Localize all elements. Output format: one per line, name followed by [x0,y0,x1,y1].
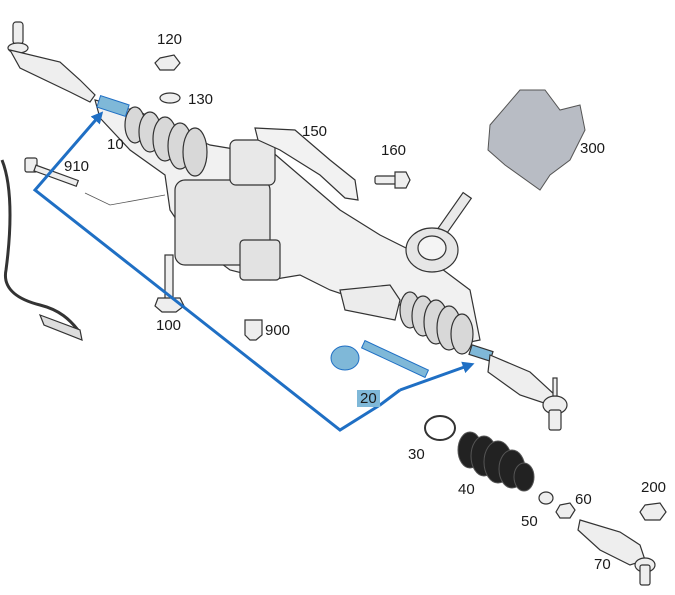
connector-graphic [244,319,263,341]
label-60: 60 [575,491,592,508]
label-50: 50 [521,513,538,530]
label-900: 900 [265,322,291,339]
long-bolt-graphic [24,157,80,187]
label-120: 120 [157,31,183,48]
tie-rod-end-left [7,21,96,103]
tie-rod-end-right-graphic [577,519,656,586]
label-160: 160 [381,142,407,159]
nut-right-graphic [639,502,667,521]
label-10: 10 [107,136,124,153]
lock-nut-graphic [555,502,576,519]
cover-graphic [487,89,586,191]
label-910: 910 [64,158,90,175]
label-130: 130 [188,91,214,108]
label-300: 300 [580,140,606,157]
inner-tie-rod-graphic [330,339,430,379]
label-40: 40 [458,481,475,498]
clamp-ring-graphic [424,415,456,441]
label-200: 200 [641,479,667,496]
tie-rod-end-right-mounted [468,344,568,431]
label-20: 20 [357,390,380,407]
wiring-harness [0,159,80,331]
bellows-boot-graphic [457,431,535,492]
boot-clamp-graphic [538,491,554,505]
washer-graphic [159,92,181,104]
label-100: 100 [156,317,182,334]
heat-shield-graphic [254,127,359,201]
nut-graphic [154,54,181,71]
guide-path [32,111,381,432]
label-30: 30 [408,446,425,463]
guide-arrow-right [399,361,475,392]
label-150: 150 [302,123,328,140]
label-70: 70 [594,556,611,573]
bolt-graphic [374,171,411,189]
steering-rack [94,99,481,355]
tie-rod-left-highlight [96,95,130,117]
